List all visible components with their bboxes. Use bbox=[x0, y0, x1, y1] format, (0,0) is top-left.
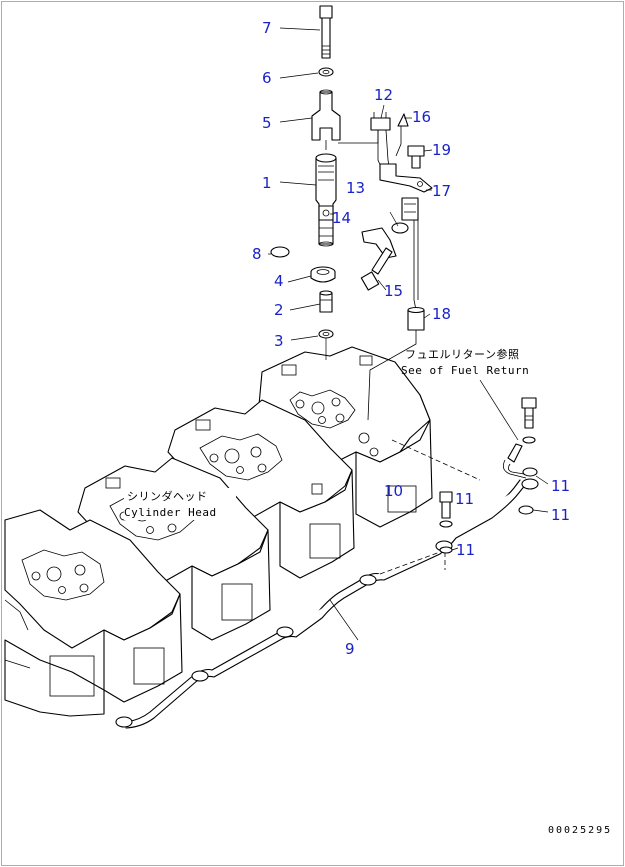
callout-13: 13 bbox=[346, 179, 365, 197]
mounting-bolt-10 bbox=[439, 491, 453, 519]
callout-10: 10 bbox=[384, 482, 403, 500]
nozzle-sleeve-2 bbox=[319, 290, 333, 313]
drawing-number: 00025295 bbox=[548, 825, 612, 836]
callout-11-right-lower: 11 bbox=[551, 506, 570, 524]
callout-1: 1 bbox=[262, 174, 272, 192]
callout-14: 14 bbox=[332, 209, 351, 227]
callout-11-top: 11 bbox=[455, 490, 474, 508]
callout-9: 9 bbox=[345, 640, 355, 658]
callout-11-right-upper: 11 bbox=[551, 477, 570, 495]
callout-7: 7 bbox=[262, 19, 272, 37]
cylinder-head-label-en: Cylinder Head bbox=[124, 506, 217, 519]
injector-assembly bbox=[270, 5, 379, 360]
sensor-connector-13 bbox=[391, 197, 419, 234]
cylinder-head bbox=[4, 346, 433, 717]
seal-4 bbox=[310, 266, 336, 283]
callout-19: 19 bbox=[432, 141, 451, 159]
callout-2: 2 bbox=[274, 301, 284, 319]
callouts: 7 6 5 1 8 4 2 3 14 12 16 19 17 13 15 18 … bbox=[252, 19, 570, 658]
holder-bolt bbox=[319, 5, 333, 59]
notes: フュエルリターン参照 See of Fuel Return シリンダヘッド Cy… bbox=[124, 347, 612, 836]
clamp-bolt-15 bbox=[360, 247, 393, 291]
washer-11 bbox=[439, 520, 453, 528]
callout-12: 12 bbox=[374, 86, 393, 104]
fuel-return-note-jp: フュエルリターン参照 bbox=[405, 347, 519, 361]
leader-lines bbox=[268, 27, 549, 641]
bracket-bolt-19 bbox=[407, 145, 425, 169]
banjo-bolt bbox=[521, 397, 537, 429]
washer-11-lower bbox=[439, 546, 453, 554]
gasket-3 bbox=[318, 329, 334, 339]
callout-6: 6 bbox=[262, 69, 272, 87]
fuel-return-note-en: See of Fuel Return bbox=[401, 364, 529, 377]
callout-15: 15 bbox=[384, 282, 403, 300]
washer-6 bbox=[318, 67, 334, 77]
callout-4: 4 bbox=[274, 272, 284, 290]
callout-16: 16 bbox=[412, 108, 431, 126]
callout-18: 18 bbox=[432, 305, 451, 323]
cylinder-head-label-jp: シリンダヘッド bbox=[127, 489, 208, 503]
callout-11-mid: 11 bbox=[456, 541, 475, 559]
callout-5: 5 bbox=[262, 114, 272, 132]
injector-holder bbox=[311, 89, 341, 141]
callout-8: 8 bbox=[252, 245, 262, 263]
callout-3: 3 bbox=[274, 332, 284, 350]
callout-17: 17 bbox=[432, 182, 451, 200]
fuel-injector bbox=[315, 153, 337, 247]
fuel-return-pipe bbox=[115, 397, 539, 729]
o-ring-8 bbox=[270, 246, 290, 258]
harness-assembly bbox=[360, 112, 433, 421]
